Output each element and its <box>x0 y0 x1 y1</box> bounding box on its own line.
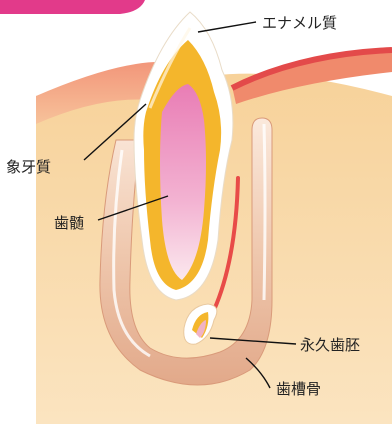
label-alveolar-bone: 歯槽骨 <box>276 378 321 399</box>
label-permanent-tooth-germ: 永久歯胚 <box>300 334 360 355</box>
label-dentin: 象牙質 <box>6 156 51 177</box>
label-enamel: エナメル質 <box>262 12 337 33</box>
label-pulp: 歯髄 <box>54 212 84 233</box>
banner-fragment <box>0 0 145 14</box>
leader-enamel <box>198 22 256 32</box>
bone-right-white <box>264 124 265 300</box>
